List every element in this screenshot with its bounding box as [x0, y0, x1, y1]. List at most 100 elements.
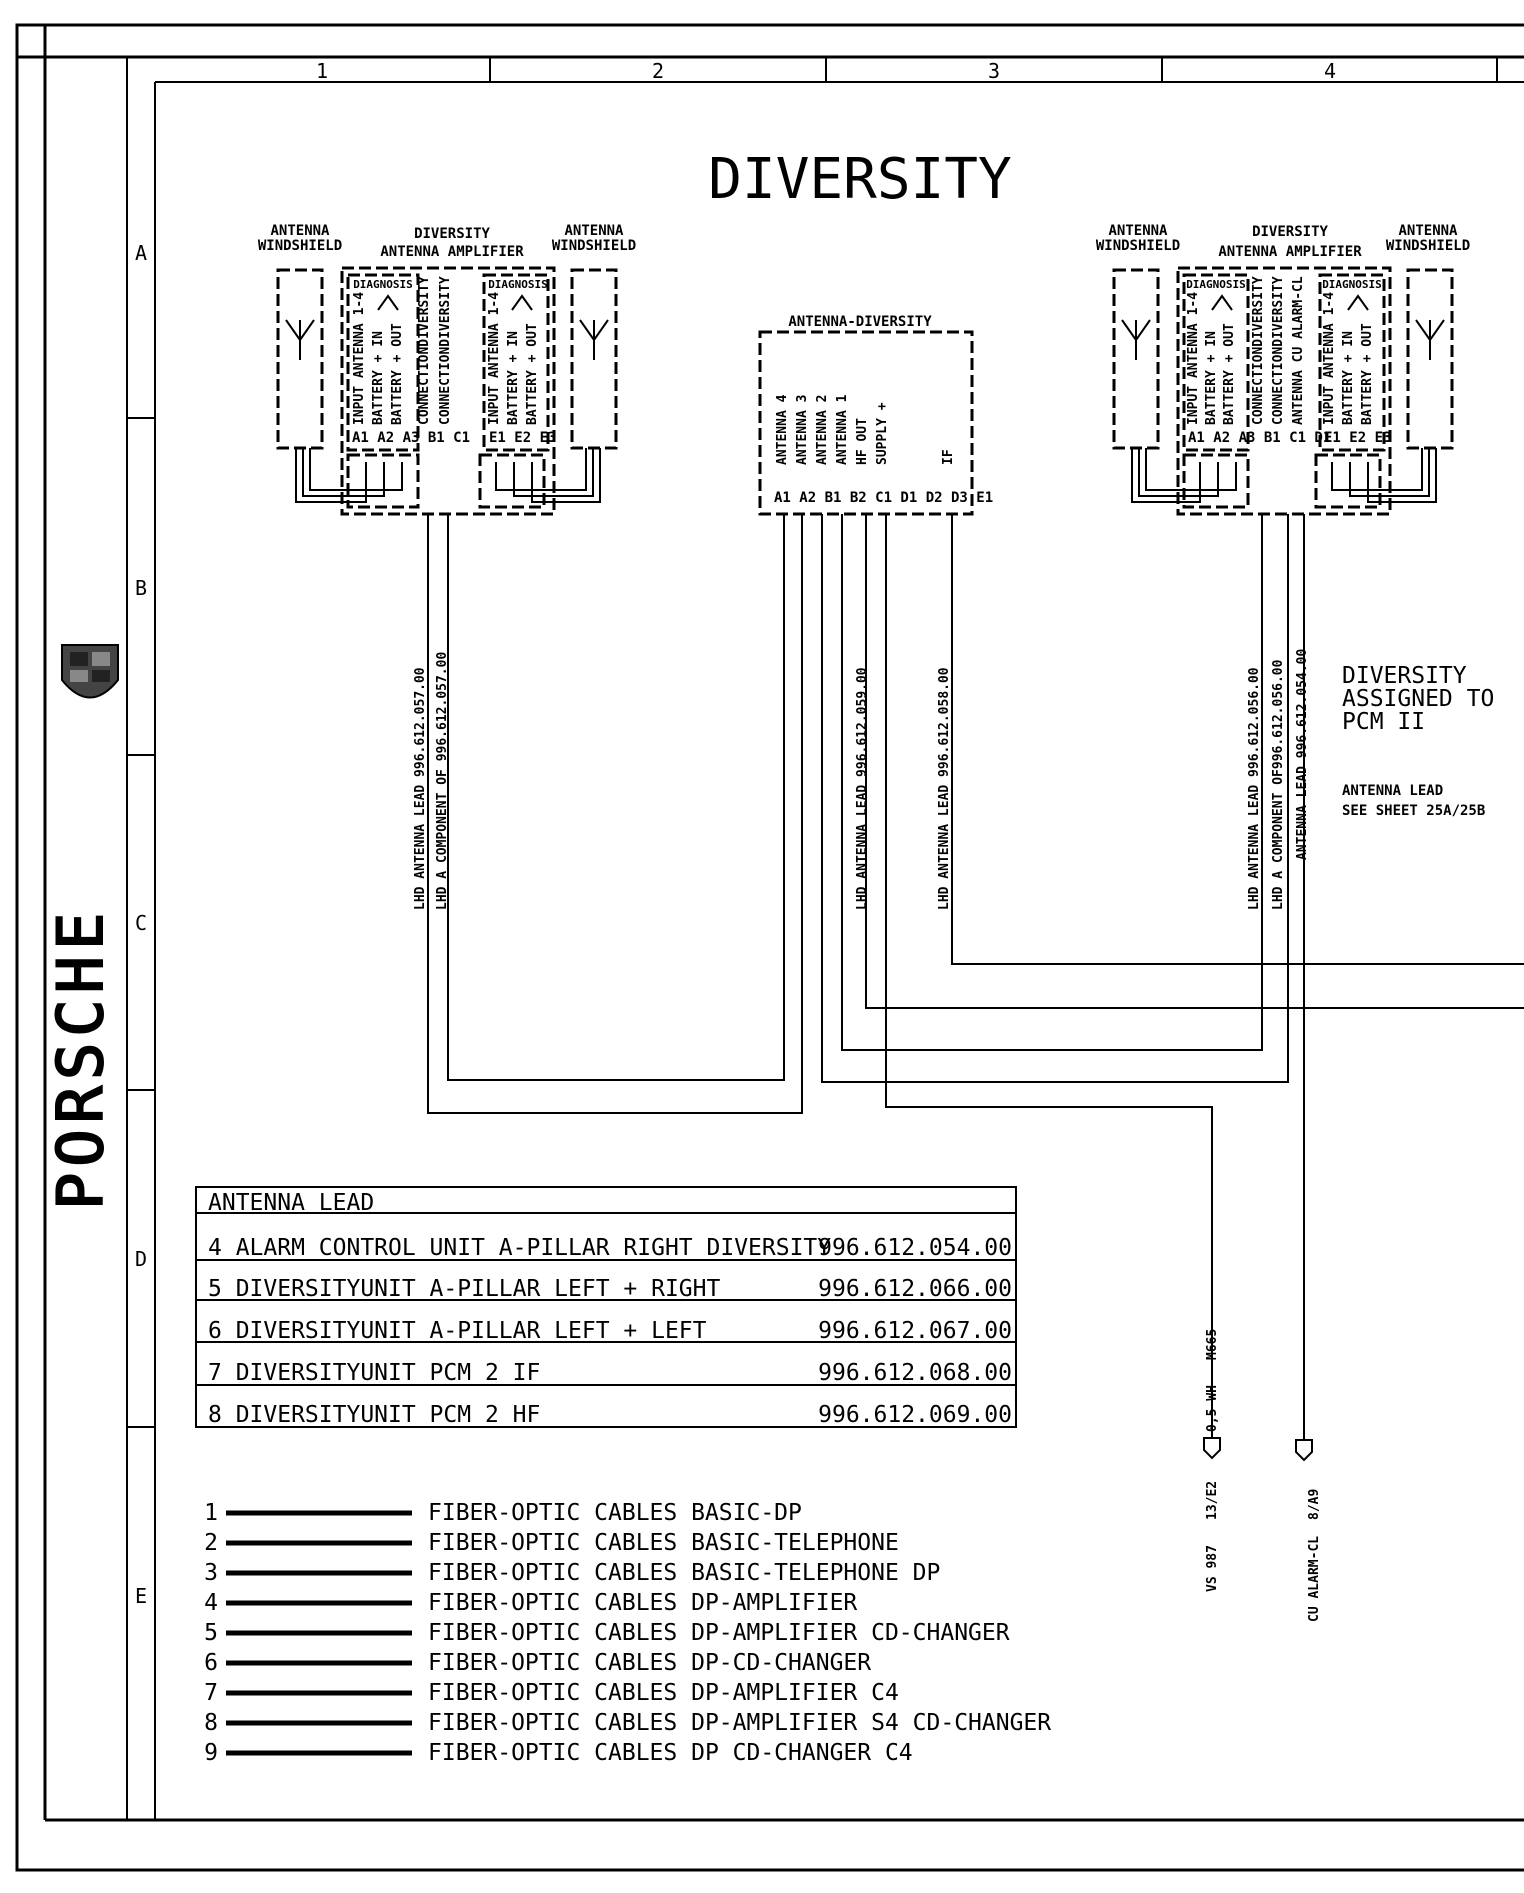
connector-2-name: CU ALARM-CL: [1307, 1536, 1322, 1622]
table-row-desc: 7 DIVERSITYUNIT PCM 2 IF: [208, 1360, 540, 1386]
left-antenna-1-label-line1: ANTENNA: [270, 223, 330, 239]
center-pin-antenna-2: ANTENNA 2: [815, 395, 830, 465]
antenna-icon: [1415, 319, 1445, 360]
right-pin-label-e2: BATTERY + IN: [1341, 331, 1356, 425]
right-antenna-group: ANTENNA WINDSHIELD DIVERSITY ANTENNA AMP…: [1096, 223, 1470, 516]
left-pin-label-c1: CONNECTIONDIVERSITY: [438, 276, 453, 425]
grid-column-1: 1: [316, 59, 328, 83]
center-pin-hf-out: HF OUT: [855, 418, 870, 465]
wiring-routes: [427, 514, 1524, 1462]
legend-text: FIBER-OPTIC CABLES DP-CD-CHANGER: [428, 1650, 871, 1676]
right-pin-ids: A1 A2 A3 B1 C1 D1: [1188, 430, 1331, 446]
grid-row-A: A: [135, 241, 147, 265]
left-pin-label-e2: BATTERY + IN: [506, 331, 521, 425]
antenna-icon: [285, 319, 315, 360]
right-pin-label-c1: CONNECTIONDIVERSITY: [1271, 276, 1286, 425]
right-antenna-1-label-line2: WINDSHIELD: [1096, 238, 1180, 254]
right-pin-label-a3: BATTERY + OUT: [1222, 323, 1237, 425]
right-amplifier-label-line2: ANTENNA AMPLIFIER: [1218, 244, 1362, 260]
left-pin-label-b1: CONNECTIONDIVERSITY: [417, 276, 432, 425]
left-diagnosis-label-1: DIAGNOSIS: [353, 278, 413, 291]
legend-number: 4: [204, 1590, 218, 1616]
antenna-diversity-unit: ANTENNA-DIVERSITY ANTENNA 4 ANTENNA 3 AN…: [758, 314, 993, 516]
left-amplifier-label-line2: ANTENNA AMPLIFIER: [380, 244, 524, 260]
connector-1-top-label: M665: [1205, 1329, 1220, 1360]
table-row-desc: 6 DIVERSITYUNIT A-PILLAR LEFT + LEFT: [208, 1318, 707, 1344]
antenna-icon: [1121, 319, 1151, 360]
grid-column-2: 2: [652, 59, 664, 83]
legend-text: FIBER-OPTIC CABLES DP-AMPLIFIER S4 CD-CH…: [428, 1710, 1051, 1736]
legend-text: FIBER-OPTIC CABLES BASIC-TELEPHONE: [428, 1530, 899, 1556]
right-antenna-2-label-line2: WINDSHIELD: [1386, 238, 1470, 254]
right-pin-label-e1: INPUT ANTENNA 1-4: [1322, 292, 1337, 425]
grid-column-4: 4: [1324, 59, 1336, 83]
legend-number: 5: [204, 1620, 218, 1646]
wire-label-center-2: LHD ANTENNA LEAD 996.612.058.00: [937, 667, 952, 910]
legend-text: FIBER-OPTIC CABLES DP-AMPLIFIER CD-CHANG…: [428, 1620, 1010, 1646]
page-title: DIVERSITY: [708, 147, 1011, 212]
right-pin-label-a1: INPUT ANTENNA 1-4: [1186, 292, 1201, 425]
right-pin-label-e3: BATTERY + OUT: [1360, 323, 1375, 425]
wire-label-left-1: LHD ANTENNA LEAD 996.612.057.00: [413, 667, 428, 910]
table-row-desc: 4 ALARM CONTROL UNIT A-PILLAR RIGHT DIVE…: [208, 1235, 831, 1261]
left-pin-label-a2: BATTERY + IN: [371, 331, 386, 425]
right-diversity-amplifier: [1176, 266, 1392, 516]
left-windshield-antenna-1: [276, 268, 324, 450]
left-pin-label-a3: BATTERY + OUT: [390, 323, 405, 425]
fiber-optic-legend: 1 FIBER-OPTIC CABLES BASIC-DP 2 FIBER-OP…: [204, 1500, 1051, 1766]
left-antenna-1-label-line2: WINDSHIELD: [258, 238, 342, 254]
legend-number: 7: [204, 1680, 218, 1706]
left-diagnosis-label-2: DIAGNOSIS: [488, 278, 548, 291]
antenna-icon: [579, 319, 609, 360]
table-row-part: 996.612.068.00: [818, 1360, 1012, 1386]
wire-label-left-2: LHD A COMPONENT OF 996.612.057.00: [435, 652, 450, 910]
table-header: ANTENNA LEAD: [208, 1190, 374, 1216]
legend-number: 1: [204, 1500, 218, 1526]
wire-label-right-2: LHD A COMPONENT OF996.612.056.00: [1271, 659, 1286, 910]
right-diagnosis-label-2: DIAGNOSIS: [1322, 278, 1382, 291]
connector-1-name: VS 987: [1205, 1545, 1220, 1592]
legend-number: 8: [204, 1710, 218, 1736]
right-pin-label-b1: CONNECTIONDIVERSITY: [1251, 276, 1266, 425]
center-pin-antenna-1: ANTENNA 1: [835, 394, 850, 465]
grid-row-E: E: [135, 1584, 147, 1608]
legend-text: FIBER-OPTIC CABLES DP-AMPLIFIER: [428, 1590, 857, 1616]
left-antenna-group: ANTENNA WINDSHIELD DIVERSITY ANTENNA AMP…: [258, 223, 636, 516]
right-pin-label-a2: BATTERY + IN: [1204, 331, 1219, 425]
wire-label-right-3: ANTENNA LEAD 996.612.054.00: [1295, 649, 1310, 860]
right-amplifier-label-line1: DIVERSITY: [1252, 224, 1328, 240]
porsche-crest-logo: [61, 644, 119, 699]
right-antenna-2-label-line1: ANTENNA: [1398, 223, 1458, 239]
legend-number: 6: [204, 1650, 218, 1676]
legend-number: 2: [204, 1530, 218, 1556]
center-pin-if: IF: [941, 449, 956, 465]
note-line-3: PCM II: [1342, 709, 1425, 735]
connector-1-wire-label: 0,5 WH: [1205, 1385, 1220, 1432]
right-antenna-1-label-line1: ANTENNA: [1108, 223, 1168, 239]
grid-row-D: D: [135, 1247, 147, 1271]
antenna-lead-table: ANTENNA LEAD 4 ALARM CONTROL UNIT A-PILL…: [195, 1186, 1017, 1428]
note-line-1: DIVERSITY: [1342, 663, 1467, 689]
left-pin-ids: A1 A2 A3 B1 C1: [352, 430, 470, 446]
center-pin-antenna-3: ANTENNA 3: [795, 395, 810, 465]
table-row-desc: 8 DIVERSITYUNIT PCM 2 HF: [208, 1402, 540, 1428]
note-sub-2: SEE SHEET 25A/25B: [1342, 803, 1485, 819]
legend-text: FIBER-OPTIC CABLES BASIC-DP: [428, 1500, 802, 1526]
right-pin-ids-right: E1 E2 E3: [1324, 430, 1391, 446]
grid-row-C: C: [135, 911, 147, 935]
legend-text: FIBER-OPTIC CABLES DP-AMPLIFIER C4: [428, 1680, 899, 1706]
grid-column-3: 3: [988, 59, 1000, 83]
connector-1-pin: 13/E2: [1205, 1481, 1220, 1520]
right-windshield-antenna-1: [1112, 268, 1160, 450]
right-pin-label-d1: ANTENNA CU ALARM-CL: [1291, 276, 1306, 425]
left-antenna-2-label-line2: WINDSHIELD: [552, 238, 636, 254]
note-sub-1: ANTENNA LEAD: [1342, 783, 1443, 799]
center-pin-supply: SUPPLY +: [875, 402, 890, 465]
legend-number: 3: [204, 1560, 218, 1586]
legend-text: FIBER-OPTIC CABLES DP CD-CHANGER C4: [428, 1740, 913, 1766]
center-pin-ids: A1 A2 B1 B2 C1 D1 D2 D3 E1: [774, 490, 993, 506]
note-line-2: ASSIGNED TO: [1342, 686, 1494, 712]
right-diagnosis-label-1: DIAGNOSIS: [1186, 278, 1246, 291]
center-pin-antenna-4: ANTENNA 4: [775, 394, 790, 465]
connector-2-pin: 8/A9: [1307, 1489, 1322, 1520]
